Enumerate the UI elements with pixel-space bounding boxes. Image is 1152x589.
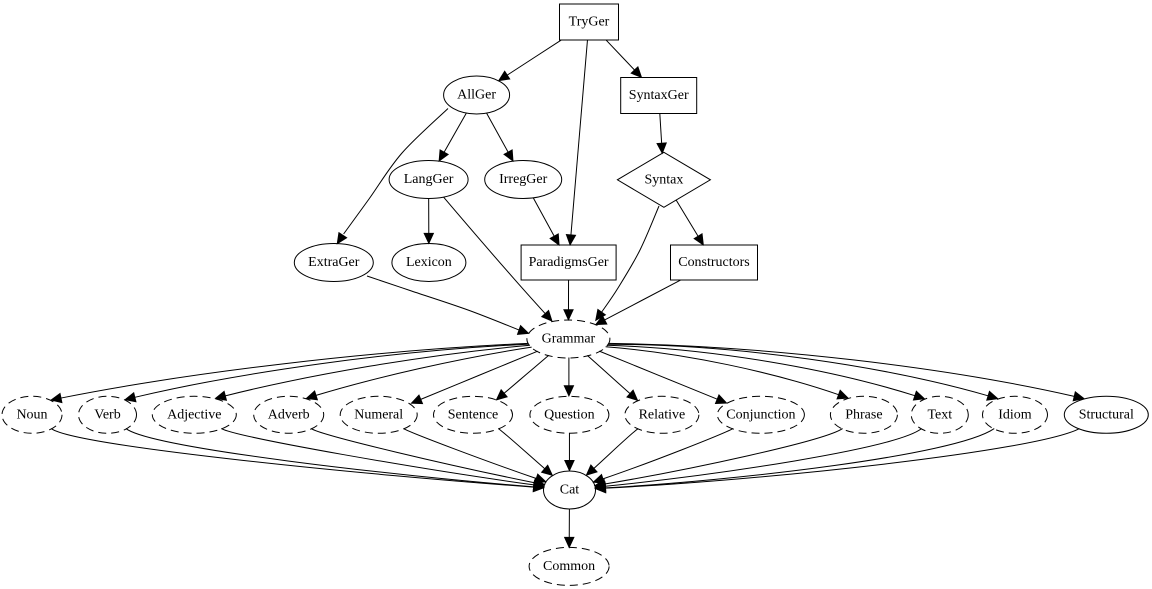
svg-text:Lexicon: Lexicon	[406, 255, 452, 270]
svg-text:Syntax: Syntax	[644, 172, 683, 187]
svg-text:Noun: Noun	[16, 407, 47, 422]
svg-text:Structural: Structural	[1079, 407, 1134, 422]
svg-text:ExtraGer: ExtraGer	[308, 255, 360, 270]
svg-text:LangGer: LangGer	[404, 172, 454, 187]
svg-text:Adverb: Adverb	[268, 407, 310, 422]
svg-text:ParadigmsGer: ParadigmsGer	[529, 255, 609, 270]
svg-text:Common: Common	[543, 559, 595, 574]
svg-text:IrregGer: IrregGer	[499, 172, 547, 187]
svg-text:Grammar: Grammar	[542, 332, 596, 347]
svg-text:SyntaxGer: SyntaxGer	[629, 88, 689, 103]
svg-text:Verb: Verb	[94, 407, 120, 422]
svg-text:Question: Question	[544, 407, 595, 422]
svg-text:Sentence: Sentence	[448, 407, 498, 422]
svg-text:TryGer: TryGer	[569, 15, 610, 30]
svg-text:Phrase: Phrase	[845, 407, 882, 422]
svg-text:Relative: Relative	[639, 407, 686, 422]
svg-text:AllGer: AllGer	[457, 88, 496, 103]
svg-text:Text: Text	[927, 407, 952, 422]
svg-text:Conjunction: Conjunction	[726, 407, 795, 422]
svg-text:Cat: Cat	[560, 483, 580, 498]
svg-text:Constructors: Constructors	[678, 255, 749, 270]
svg-text:Adjective: Adjective	[167, 407, 221, 422]
svg-text:Idiom: Idiom	[998, 407, 1032, 422]
svg-text:Numeral: Numeral	[354, 407, 403, 422]
